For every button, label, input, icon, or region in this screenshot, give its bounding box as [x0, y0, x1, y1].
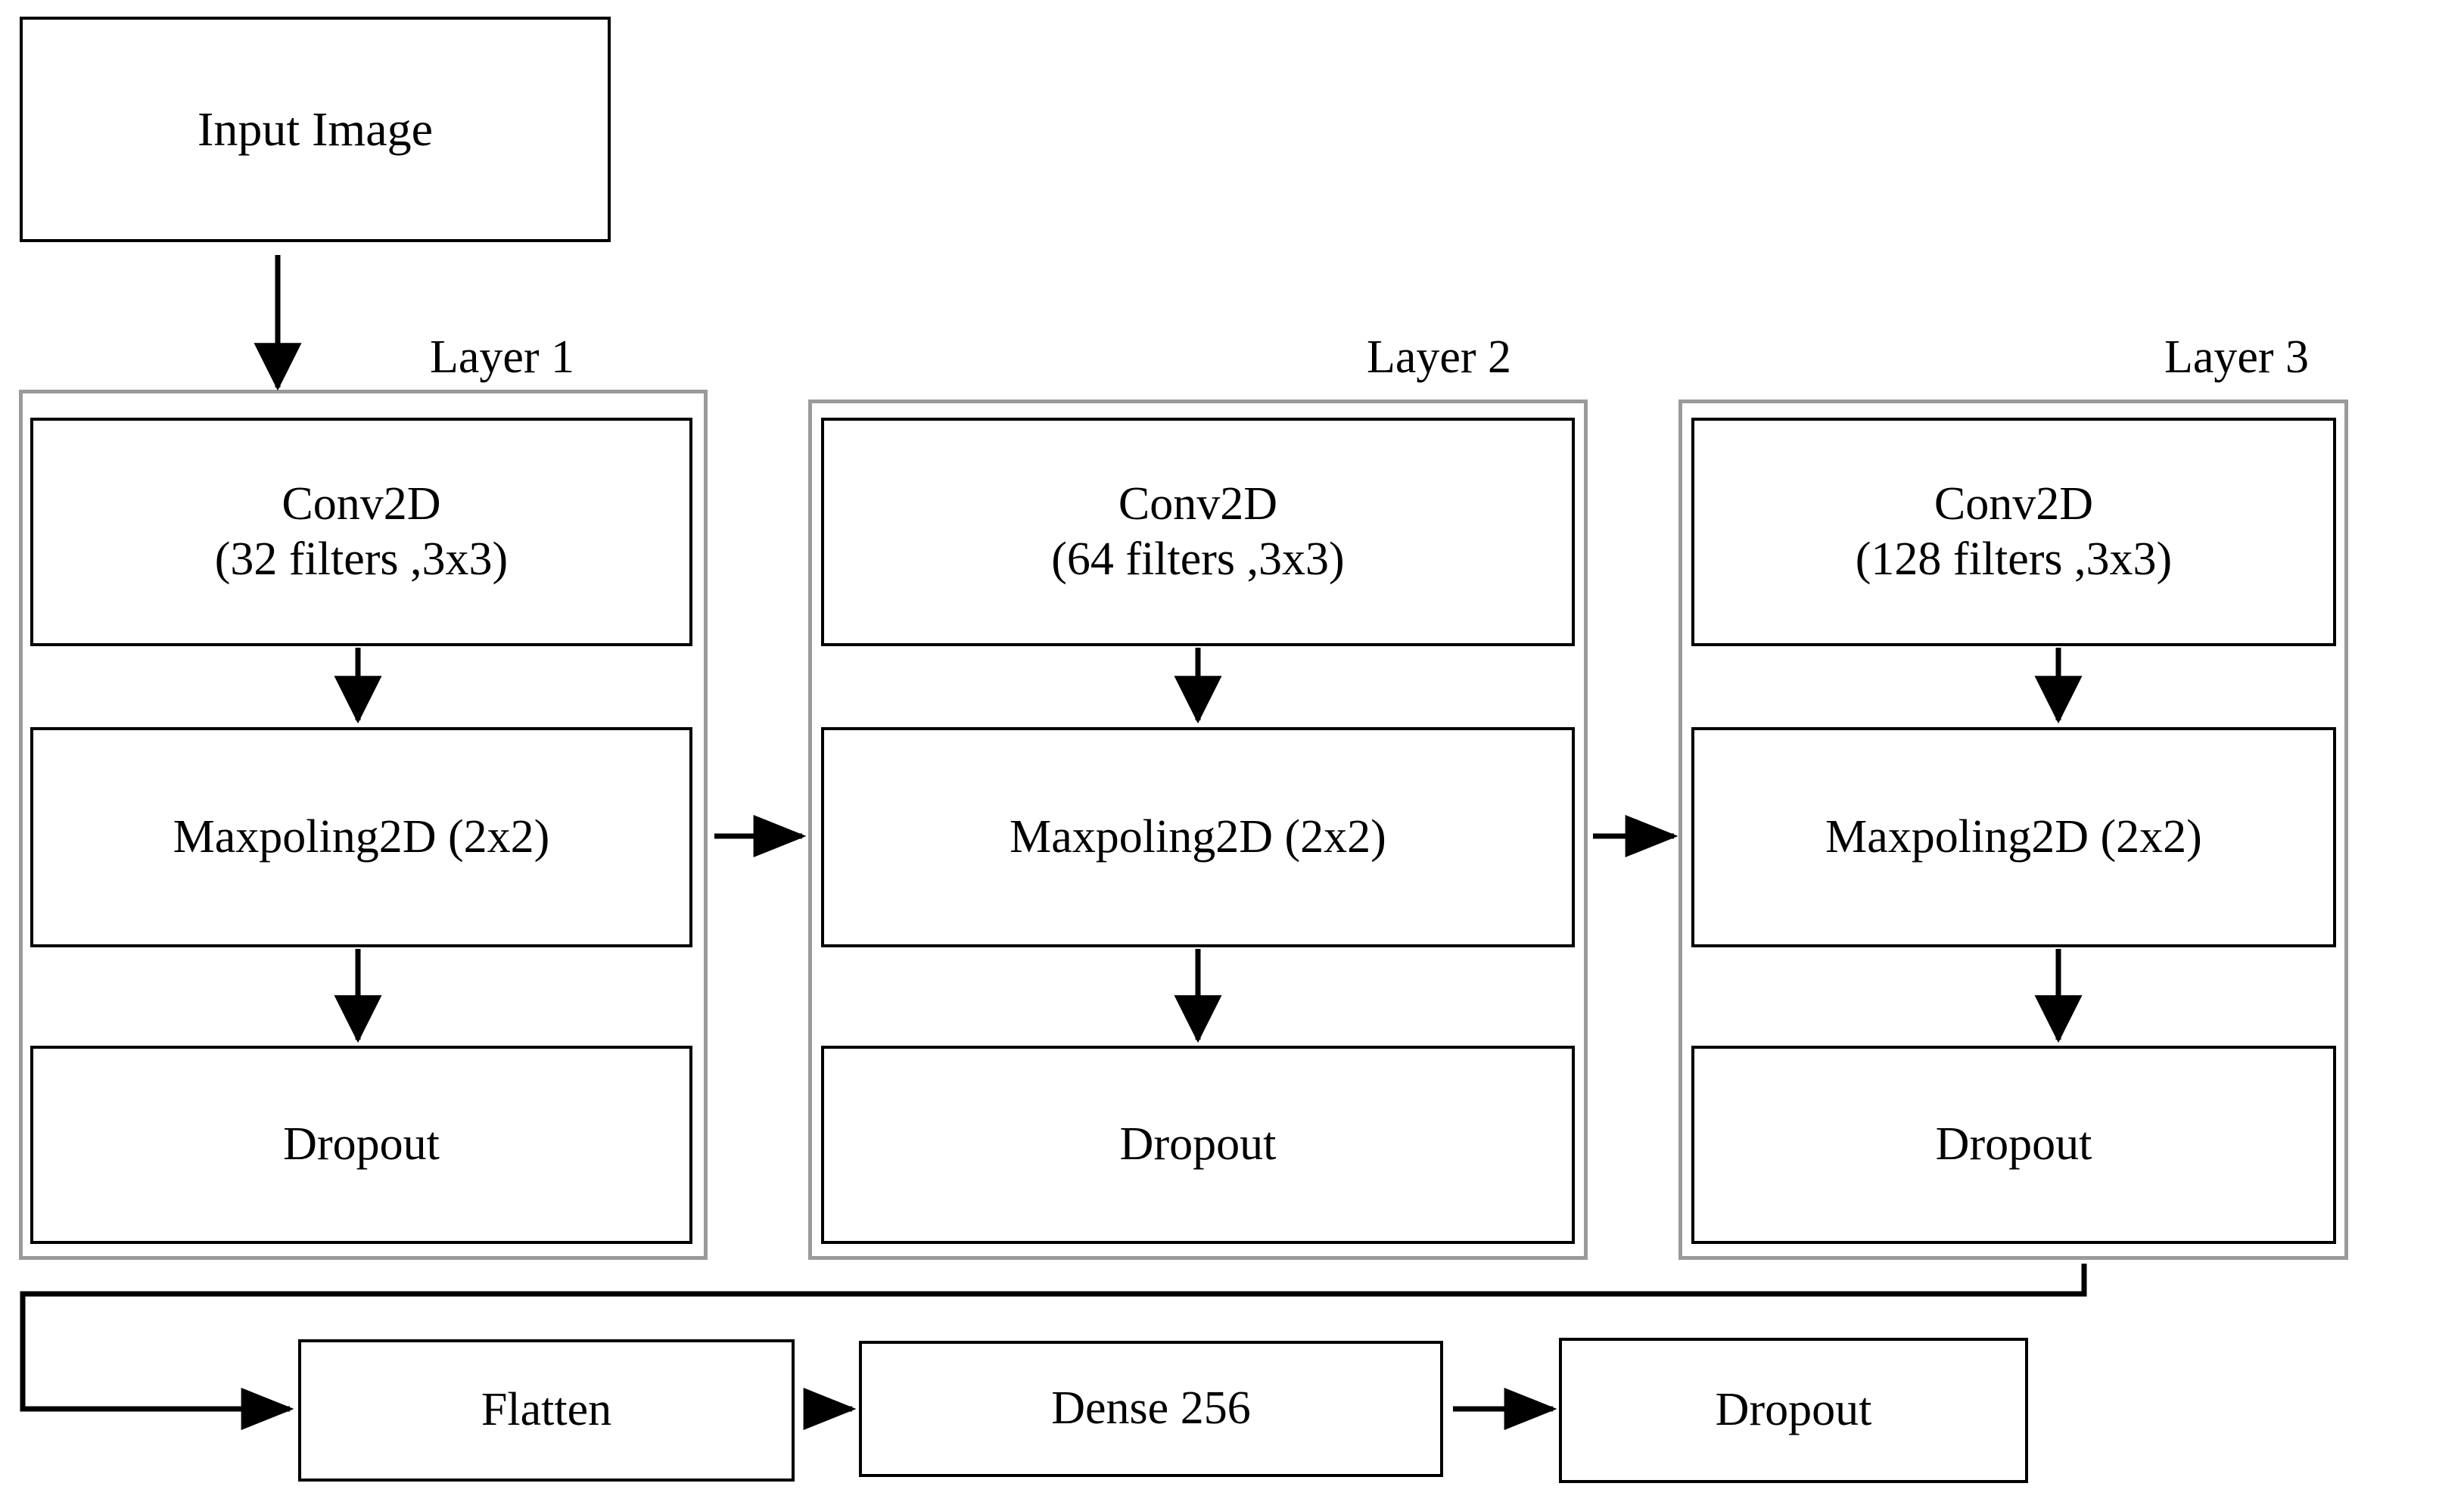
node-layer1-dropout: Dropout: [30, 1046, 692, 1244]
group-layer-2: [808, 400, 1588, 1260]
node-flatten: Flatten: [298, 1339, 795, 1482]
node-layer2-conv2d-label: Conv2D (64 filters ,3x3): [1051, 477, 1345, 585]
node-layer1-conv2d: Conv2D (32 filters ,3x3): [30, 418, 692, 646]
node-layer3-dropout-label: Dropout: [1935, 1118, 2092, 1171]
group-label-layer-1: Layer 1: [430, 331, 575, 383]
group-label-layer-2: Layer 2: [1367, 331, 1512, 383]
node-head-dropout: Dropout: [1559, 1338, 2028, 1483]
node-layer3-conv2d-label: Conv2D (128 filters ,3x3): [1855, 477, 2173, 585]
node-layer1-conv2d-label: Conv2D (32 filters ,3x3): [214, 477, 509, 585]
group-layer-3: [1678, 400, 2348, 1260]
group-label-layer-3: Layer 3: [2164, 331, 2310, 383]
node-input-image: Input Image: [20, 17, 611, 242]
node-layer1-maxpooling2d: Maxpoling2D (2x2): [30, 727, 692, 947]
node-layer2-dropout-label: Dropout: [1119, 1118, 1277, 1171]
node-input-image-label: Input Image: [198, 102, 433, 157]
node-layer3-maxpooling2d: Maxpoling2D (2x2): [1691, 727, 2336, 947]
node-layer2-maxpooling2d-label: Maxpoling2D (2x2): [1010, 810, 1386, 863]
node-head-dropout-label: Dropout: [1715, 1384, 1872, 1436]
node-layer2-dropout: Dropout: [821, 1046, 1575, 1244]
node-layer1-maxpooling2d-label: Maxpoling2D (2x2): [173, 810, 550, 863]
node-layer3-conv2d: Conv2D (128 filters ,3x3): [1691, 418, 2336, 646]
node-layer2-conv2d: Conv2D (64 filters ,3x3): [821, 418, 1575, 646]
node-layer2-maxpooling2d: Maxpoling2D (2x2): [821, 727, 1575, 947]
node-dense-256-label: Dense 256: [1051, 1382, 1251, 1435]
node-flatten-label: Flatten: [481, 1384, 612, 1436]
node-layer1-dropout-label: Dropout: [283, 1118, 440, 1171]
node-layer3-maxpooling2d-label: Maxpoling2D (2x2): [1825, 810, 2202, 863]
node-layer3-dropout: Dropout: [1691, 1046, 2336, 1244]
group-layer-1: [19, 390, 708, 1260]
node-dense-256: Dense 256: [859, 1341, 1443, 1477]
